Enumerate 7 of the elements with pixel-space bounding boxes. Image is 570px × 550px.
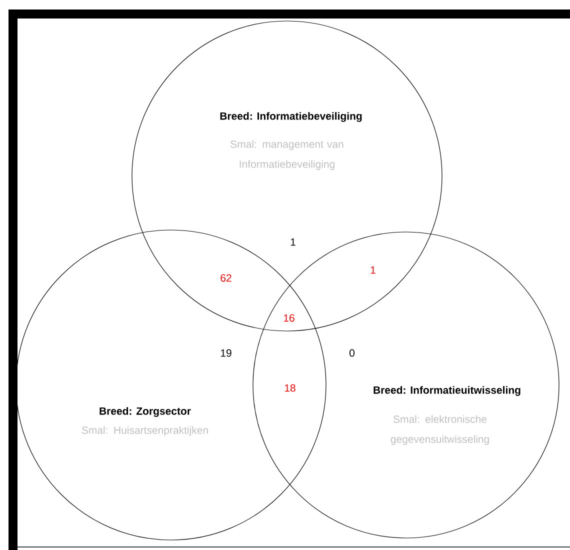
count-label: 16 bbox=[284, 314, 294, 322]
count-label: 0 bbox=[350, 349, 354, 357]
count-label: 1 bbox=[370, 266, 376, 274]
count-label: 1 bbox=[290, 238, 296, 246]
count-label: 62 bbox=[220, 274, 232, 282]
count-label: 19 bbox=[220, 349, 232, 357]
count-label: 18 bbox=[284, 384, 296, 392]
